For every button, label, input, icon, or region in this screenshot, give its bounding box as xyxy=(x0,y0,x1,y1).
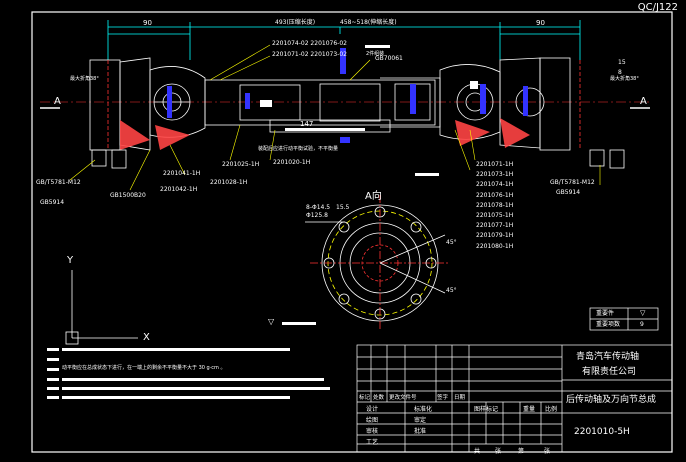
flange-note-pcd: Φ125.8 xyxy=(306,212,328,219)
rev-header: 标记 xyxy=(359,395,371,401)
row-label: 批准 xyxy=(414,428,427,435)
part-list-item: 2201074-1H xyxy=(476,181,514,189)
label-top-mid: GB70061 xyxy=(375,55,403,62)
top-dimensions xyxy=(107,20,581,60)
label-top2: 2201071-02 2201073-02 xyxy=(272,51,347,58)
company-name-line2: 有限责任公司 xyxy=(582,367,637,377)
axis-x-label: X xyxy=(143,332,150,343)
drawing-border xyxy=(31,11,673,453)
angle-left: 最大折角38° xyxy=(70,76,99,82)
section-mark-left: A xyxy=(54,96,61,107)
label-left-mid5: 2201028-1H xyxy=(210,179,248,186)
dim-range: 458~518(伸缩长度) xyxy=(340,19,397,26)
flange-note-holes: 8-Φ14.5 xyxy=(306,204,331,211)
row-label: 审核 xyxy=(366,428,379,435)
dim-8: 8 xyxy=(618,69,622,76)
dim-147: 147 xyxy=(300,120,314,128)
sheet-cell: 张 xyxy=(495,448,502,455)
row-label: 审定 xyxy=(414,417,427,424)
dim-90-right: 90 xyxy=(536,19,545,27)
label-left-mid2: 2201041-1H xyxy=(163,170,201,177)
part-list-item: 2201076-1H xyxy=(476,191,514,199)
part-list-item: 2201073-1H xyxy=(476,171,514,179)
roughness-label2: 重要项数 xyxy=(596,321,621,328)
sheet-cell: 共 xyxy=(474,448,481,455)
label-left-mid3: 2201042-1H xyxy=(160,186,198,193)
label-center-bottom: 2201020-1H xyxy=(273,159,311,166)
roughness-label: 重要件 xyxy=(596,310,615,317)
part-list-item: 2201077-1H xyxy=(476,222,514,230)
rev-header: 日期 xyxy=(454,395,466,401)
sheet-cell: 张 xyxy=(544,448,551,455)
ucs-axes xyxy=(65,270,138,345)
right-part-list: 2201071-1H 2201073-1H 2201074-1H 2201076… xyxy=(476,160,513,252)
tech-note-line1: 动平衡应在总成状态下进行，在一端上的剩余不平衡量不大于 30 g·cm 。 xyxy=(62,365,226,371)
drawing-name: 后传动轴及万向节总成 xyxy=(566,395,657,405)
drawing-number: 2201010-5H xyxy=(574,427,630,437)
angle-right: 最大折角38° xyxy=(610,76,639,82)
part-list-item: 2201071-1H xyxy=(476,161,514,168)
part-list-item: 2201078-1H xyxy=(476,201,514,209)
label-left-mid1: GB1500B20 xyxy=(110,192,146,199)
label-left-bottom2: GB5914 xyxy=(40,199,65,206)
shaft-assembly xyxy=(40,48,650,169)
row-label: 绘图 xyxy=(366,417,379,424)
roughness-mark: ▽ xyxy=(268,317,275,326)
title-block-grid xyxy=(356,307,673,453)
doc-code: QC/J122 xyxy=(637,2,678,13)
leader-lines xyxy=(69,44,601,191)
rev-header: 更改文件号 xyxy=(389,395,417,401)
label-right-bottom1: GB/T5781-M12 xyxy=(550,179,595,186)
label-top-small: 2件组装 xyxy=(366,51,385,57)
view-a-title: A向 xyxy=(365,191,382,202)
dim-90-left: 90 xyxy=(143,19,152,27)
axis-y-label: Y xyxy=(67,255,74,266)
row-label: 工艺 xyxy=(366,439,379,446)
tech-notes-bars xyxy=(47,322,330,399)
flange-angle1: 45° xyxy=(446,239,457,246)
label-left-bottom1: GB/T5781-M12 xyxy=(36,179,81,186)
stage-header: 比例 xyxy=(545,406,558,413)
rev-header: 处数 xyxy=(373,395,385,401)
part-list-item: 2201075-1H xyxy=(476,212,514,220)
sheet-cell: 第 xyxy=(518,448,525,455)
flange-dim: 15.5 xyxy=(336,204,350,211)
roughness-value: 9 xyxy=(640,321,644,328)
rev-header: 签字 xyxy=(437,395,449,401)
label-right-bottom2: GB5914 xyxy=(556,189,581,196)
part-list-item: 2201080-1H xyxy=(476,242,514,250)
dim-total: 493(压缩长度) xyxy=(275,19,316,26)
company-name-line1: 青岛汽车传动轴 xyxy=(576,352,640,362)
stage-header: 图样标记 xyxy=(474,406,499,413)
flange-view-a xyxy=(305,195,450,330)
label-center-note: 装配后应进行动平衡试验，不平衡量 xyxy=(258,146,339,152)
row-label: 标准化 xyxy=(414,406,433,413)
section-mark-right: A xyxy=(640,96,647,107)
part-list-item: 2201079-1H xyxy=(476,232,514,240)
stage-header: 重量 xyxy=(523,406,536,413)
label-left-mid4: 2201025-1H xyxy=(222,161,260,168)
row-label: 设计 xyxy=(366,406,379,413)
roughness-symbol: ▽ xyxy=(640,309,646,317)
dim-15: 15 xyxy=(618,59,626,66)
flange-angle2: 45° xyxy=(446,287,457,294)
label-top1: 2201074-02 2201076-02 xyxy=(272,40,347,47)
